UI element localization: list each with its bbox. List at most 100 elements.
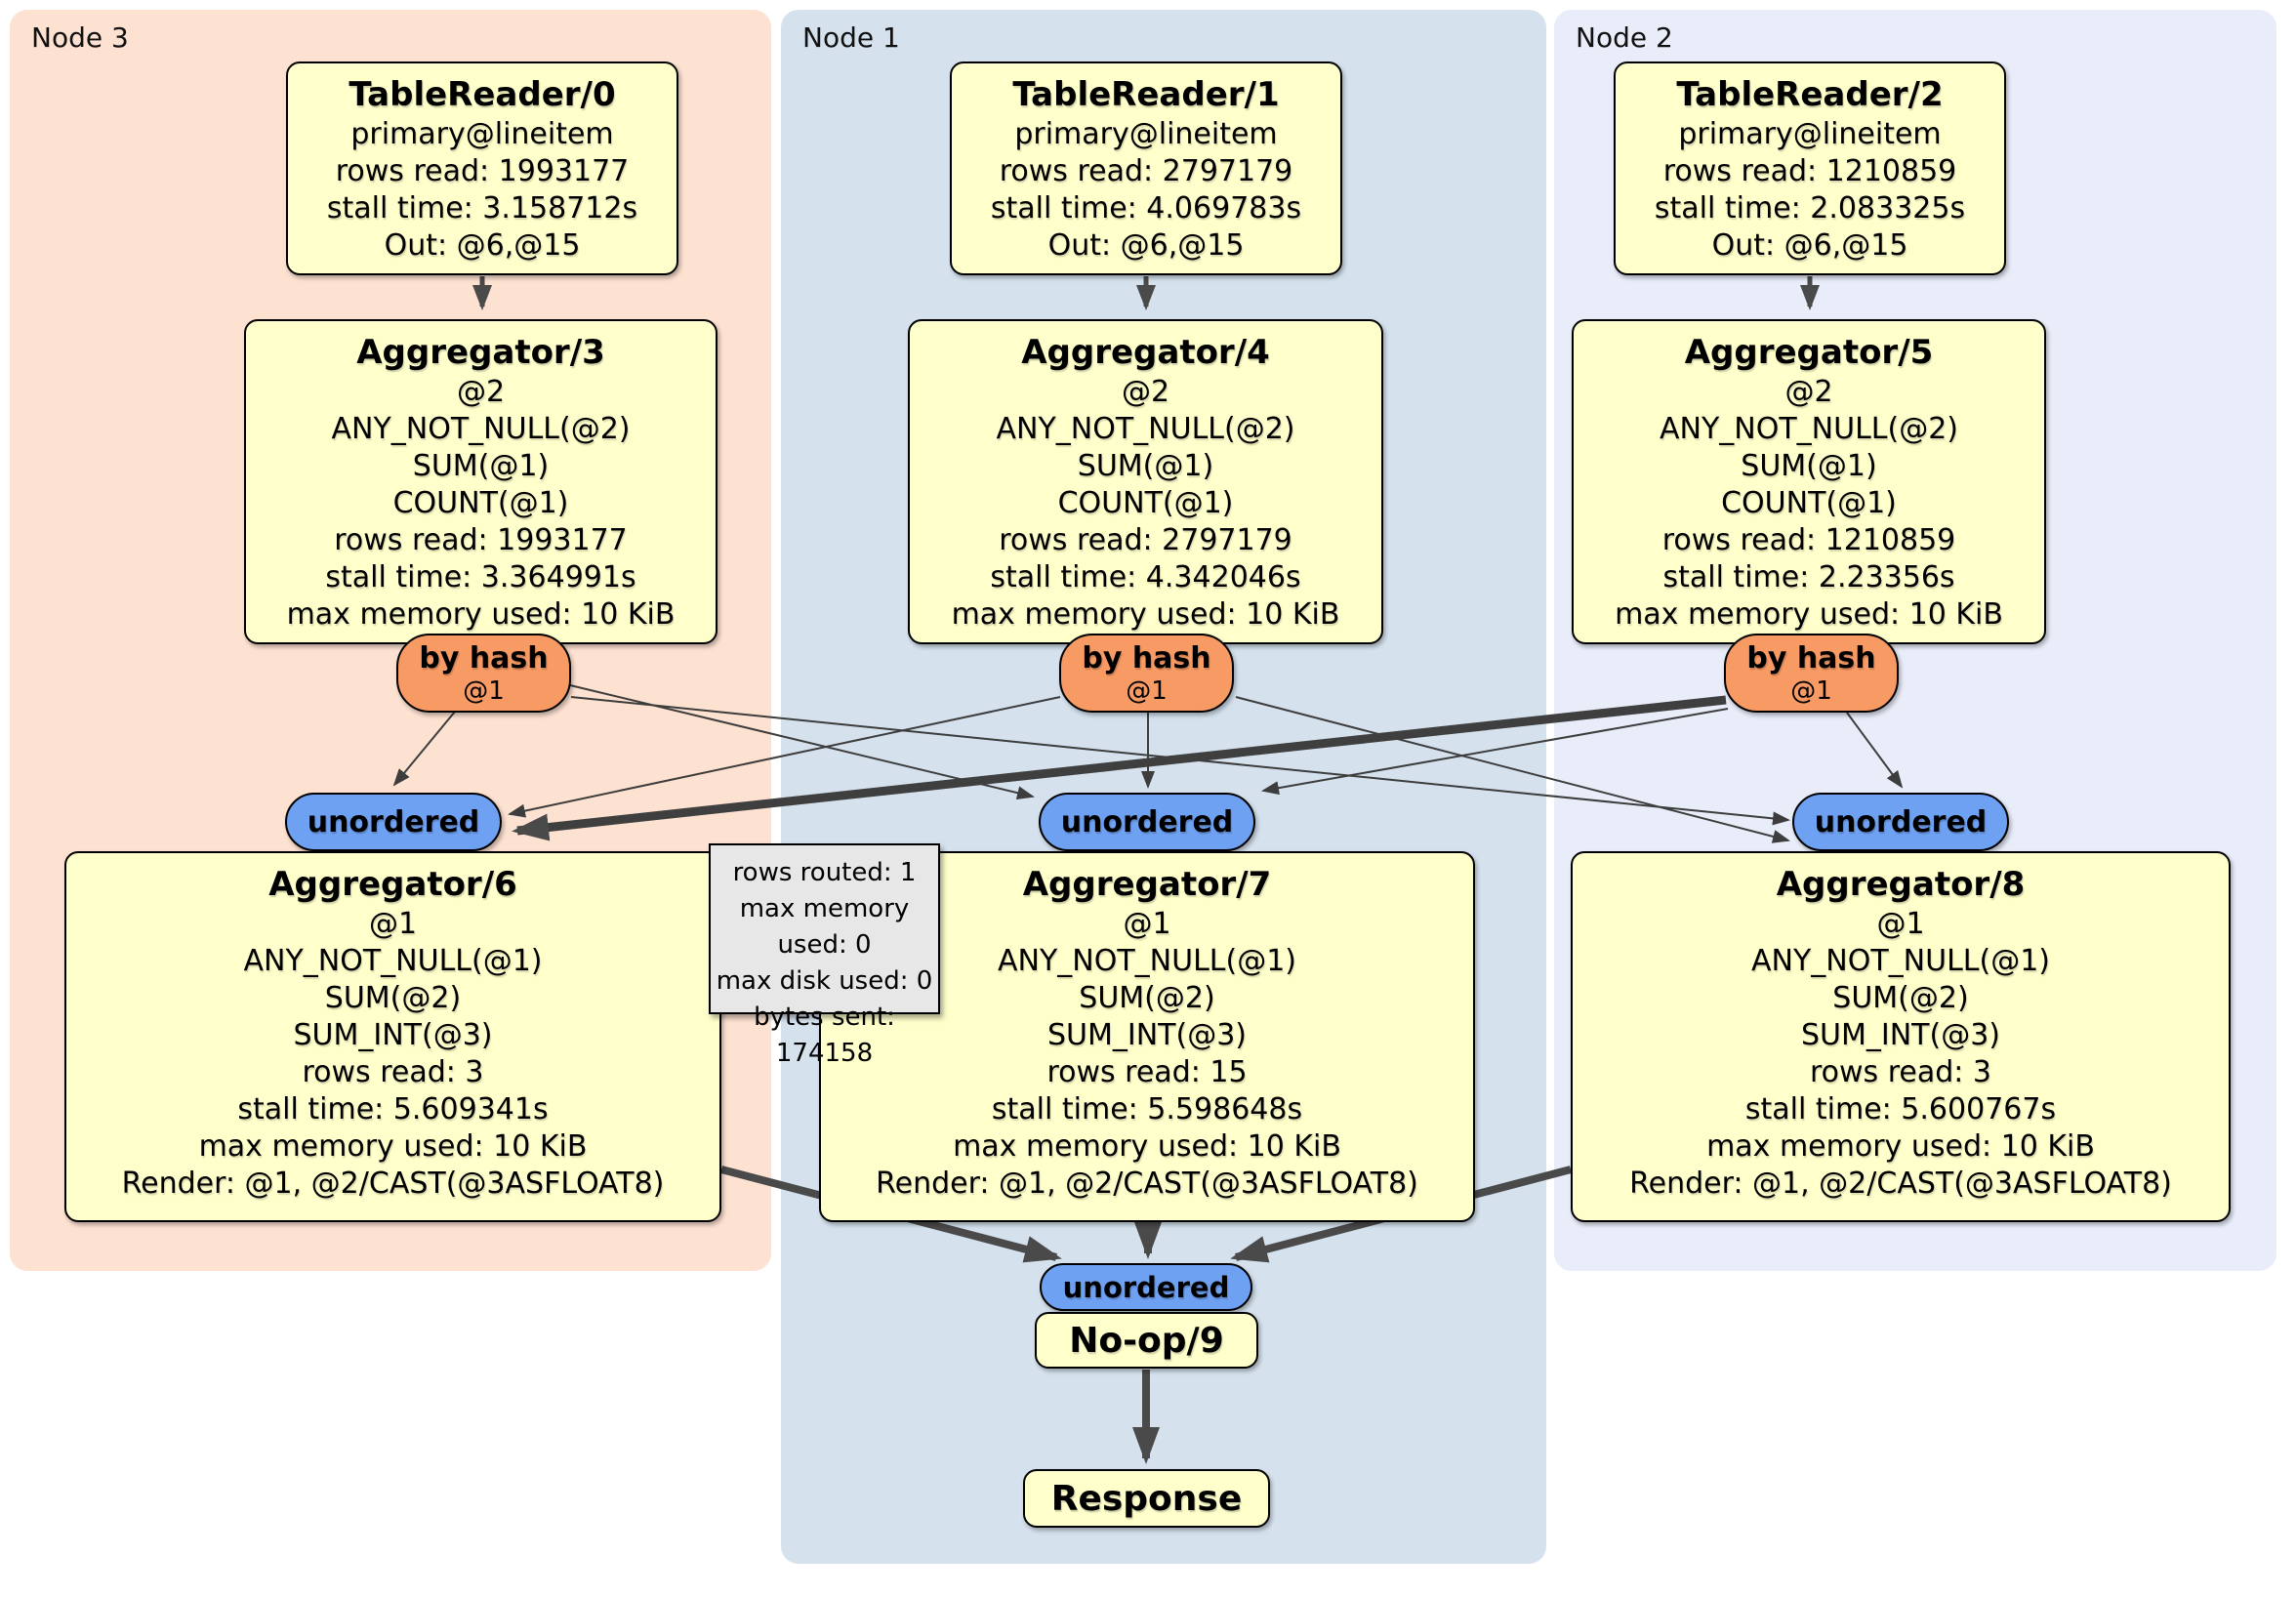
stat-line: rows read: 1993177: [334, 523, 628, 557]
sync-unordered-noop[interactable]: unordered: [1040, 1263, 1252, 1311]
sync-label: unordered: [1814, 804, 1988, 839]
sync-unordered-agg7[interactable]: unordered: [1039, 793, 1255, 851]
router-by-hash-node3[interactable]: by hash @1: [396, 634, 571, 713]
processor-title: Aggregator/7: [1022, 865, 1272, 904]
router-key: @1: [1126, 676, 1168, 706]
sync-label: unordered: [1060, 804, 1234, 839]
stat-line: max memory used: 10 KiB: [1615, 597, 2003, 632]
sync-unordered-agg6[interactable]: unordered: [285, 793, 502, 851]
stat-line: stall time: 2.083325s: [1654, 191, 1966, 225]
stat-line: Render: @1, @2/CAST(@3ASFLOAT8): [1629, 1167, 2172, 1201]
processor-title: No-op/9: [1069, 1320, 1224, 1361]
stat-line: @2: [1784, 375, 1833, 409]
stat-line: ANY_NOT_NULL(@2): [1660, 412, 1958, 446]
sync-unordered-agg8[interactable]: unordered: [1792, 793, 2009, 851]
processor-title: TableReader/1: [1012, 75, 1280, 114]
stat-line: SUM(@2): [1832, 981, 1969, 1015]
stat-line: stall time: 3.158712s: [326, 191, 638, 225]
router-label: by hash: [1082, 641, 1211, 676]
stat-line: stall time: 2.23356s: [1662, 560, 1955, 594]
stat-line: SUM(@1): [412, 449, 550, 483]
processor-title: Aggregator/5: [1684, 333, 1934, 372]
stat-line: rows read: 3: [1809, 1055, 1992, 1089]
stat-line: SUM(@1): [1741, 449, 1877, 483]
stat-line: ANY_NOT_NULL(@1): [1751, 944, 2050, 978]
processor-response[interactable]: Response: [1023, 1469, 1270, 1528]
edge-hash3-sync6: [392, 711, 456, 787]
stat-line: Out: @6,@15: [1711, 228, 1908, 263]
stat-line: SUM_INT(@3): [1047, 1018, 1247, 1052]
stat-line: max memory used: 10 KiB: [953, 1129, 1341, 1164]
stat-line: rows read: 3: [302, 1055, 484, 1089]
router-by-hash-node2[interactable]: by hash @1: [1724, 634, 1899, 713]
stat-line: rows read: 1993177: [335, 154, 630, 188]
stat-line: primary@lineitem: [350, 117, 614, 151]
stat-line: bytes sent: 174158: [754, 1003, 895, 1068]
stat-line: stall time: 4.342046s: [990, 560, 1301, 594]
stat-line: @1: [1876, 907, 1925, 941]
edge-hash4-sync8: [1235, 696, 1790, 843]
router-label: by hash: [419, 641, 549, 676]
router-label: by hash: [1746, 641, 1876, 676]
router-key: @1: [463, 676, 505, 706]
stat-line: max memory used: 10 KiB: [286, 597, 676, 632]
stat-line: ANY_NOT_NULL(@2): [331, 412, 631, 446]
processor-title: TableReader/2: [1676, 75, 1944, 114]
sync-label: unordered: [1062, 1270, 1230, 1304]
stat-line: SUM(@2): [1079, 981, 1215, 1015]
stat-line: SUM(@1): [1077, 449, 1214, 483]
processor-title: TableReader/0: [348, 75, 616, 114]
stat-line: @1: [368, 907, 418, 941]
processor-title: Aggregator/4: [1021, 333, 1270, 372]
router-by-hash-node1[interactable]: by hash @1: [1059, 634, 1234, 713]
stat-line: rows read: 15: [1046, 1055, 1248, 1089]
sync-label: unordered: [307, 804, 480, 839]
panel-label-node-3: Node 3: [31, 21, 129, 54]
stat-line: max memory used: 10 KiB: [1706, 1129, 2095, 1164]
stat-line: primary@lineitem: [1678, 117, 1942, 151]
stat-line: @2: [456, 375, 506, 409]
stat-line: COUNT(@1): [1721, 486, 1897, 520]
stat-line: ANY_NOT_NULL(@2): [996, 412, 1295, 446]
edge-hash5-sync7: [1261, 708, 1729, 796]
stat-line: ANY_NOT_NULL(@1): [998, 944, 1296, 978]
stat-line: stall time: 4.069783s: [990, 191, 1302, 225]
stat-line: rows read: 2797179: [999, 154, 1293, 188]
panel-label-node-1: Node 1: [802, 21, 900, 54]
stat-line: stall time: 5.600767s: [1744, 1092, 2057, 1126]
stat-line: rows read: 2797179: [999, 523, 1292, 557]
stat-line: stall time: 3.364991s: [325, 560, 636, 594]
edge-hash5-sync6-highlighted: [512, 695, 1727, 841]
stat-line: Render: @1, @2/CAST(@3ASFLOAT8): [876, 1167, 1418, 1201]
stat-line: Out: @6,@15: [384, 228, 581, 263]
stat-line: stall time: 5.598648s: [991, 1092, 1303, 1126]
processor-title: Aggregator/6: [268, 865, 517, 904]
edge-hash5-sync8: [1846, 712, 1904, 789]
stat-line: SUM_INT(@3): [1801, 1018, 2000, 1052]
stat-line: ANY_NOT_NULL(@1): [243, 944, 543, 978]
processor-noop-9[interactable]: No-op/9: [1035, 1312, 1258, 1369]
stat-line: SUM(@2): [324, 981, 462, 1015]
router-key: @1: [1790, 676, 1832, 706]
stat-line: SUM_INT(@3): [293, 1018, 493, 1052]
stat-line: @1: [1123, 907, 1171, 941]
processor-title: Aggregator/8: [1776, 865, 2026, 904]
